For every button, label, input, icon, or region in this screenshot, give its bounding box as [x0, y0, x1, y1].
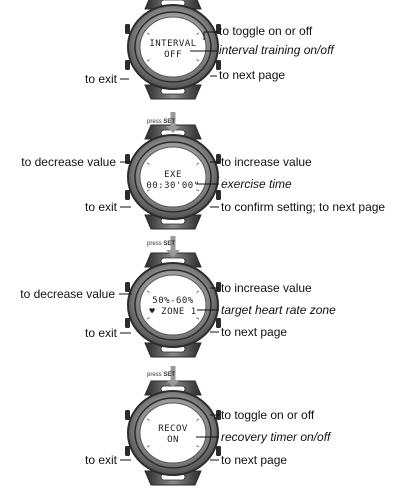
annotation-toggle-screen4: to toggle on or off	[221, 408, 315, 422]
face-mark-2	[196, 290, 200, 293]
annotation-increase-screen2: to increase value	[221, 155, 312, 169]
face-mark-1	[146, 290, 150, 293]
face-mark-4	[196, 445, 200, 448]
lcd-line2-screen3: ♥ ZONE 1	[149, 307, 197, 317]
step-arrow-head-2	[166, 250, 180, 257]
annotation-toggle-screen1: to toggle on or off	[219, 24, 313, 38]
step-press-set-3: press SET	[147, 372, 175, 379]
lcd-line1-screen2: EXE	[164, 170, 182, 180]
lcd-line1-screen3: 50%-60%	[152, 296, 194, 306]
step-arrow-shaft-2	[170, 236, 176, 251]
annotation-decrease-screen3: to decrease value	[20, 287, 115, 301]
step-arrow-head-3	[166, 380, 180, 387]
watch-3	[125, 252, 221, 358]
watch-1	[125, 0, 221, 100]
side-button-4	[216, 190, 221, 200]
side-button-2	[125, 446, 130, 456]
face-mark-3	[146, 317, 150, 320]
side-button-2	[125, 60, 130, 70]
watch-2	[125, 124, 221, 230]
side-button-1	[125, 282, 130, 292]
annotation-next-screen3: to next page	[221, 325, 288, 339]
lcd-line1-screen4: RECOV	[158, 424, 188, 434]
side-button-2	[125, 190, 130, 200]
watch-bezel-ring	[134, 397, 212, 469]
press-label-2: press	[147, 241, 162, 247]
set-key-label-3: SET	[163, 372, 176, 378]
side-button-4	[216, 60, 221, 70]
side-button-4	[216, 318, 221, 328]
side-button-1	[125, 410, 130, 420]
watch-4	[125, 380, 221, 486]
lcd-line2-screen4: ON	[167, 435, 179, 445]
annotation-next-screen4: to next page	[221, 453, 288, 467]
watch-bezel-ring	[134, 11, 212, 83]
side-button-1	[125, 24, 130, 34]
side-button-2	[125, 318, 130, 328]
lcd-line2-screen1: OFF	[164, 50, 182, 60]
annotation-desc-screen4: recovery timer on/off	[221, 430, 331, 444]
press-label-1: press	[147, 119, 162, 125]
step-arrow-head-1	[166, 126, 180, 133]
annotation-exit-screen4: to exit	[84, 453, 117, 467]
face-mark-2	[196, 418, 200, 421]
face-mark-1	[146, 418, 150, 421]
annotation-desc-screen2: exercise time	[221, 177, 292, 191]
annotation-exit-screen1: to exit	[84, 72, 117, 86]
step-arrow-shaft-1	[170, 112, 176, 127]
lcd-line2-screen2: 00:30'00"	[146, 181, 200, 191]
face-mark-4	[196, 189, 200, 192]
annotation-desc-screen1: interval training on/off	[219, 43, 334, 57]
lcd-line1-screen1: INTERVAL	[149, 39, 197, 49]
watch-lcd-face	[139, 402, 207, 464]
press-label-3: press	[147, 372, 162, 378]
side-button-3	[216, 24, 221, 34]
step-press-set-1: press SET	[147, 119, 175, 126]
set-key-label-2: SET	[163, 241, 176, 247]
side-button-4	[216, 446, 221, 456]
watch-bezel-ring	[134, 269, 212, 341]
face-mark-3	[146, 189, 150, 192]
side-button-3	[216, 282, 221, 292]
face-mark-1	[146, 32, 150, 35]
annotation-exit-screen2: to exit	[84, 200, 117, 214]
set-key-label-1: SET	[163, 119, 176, 125]
step-press-set-2: press SET	[147, 241, 175, 248]
face-mark-1	[146, 162, 150, 165]
annotation-exit-screen3: to exit	[84, 326, 117, 340]
face-mark-3	[146, 445, 150, 448]
watch-lcd-face	[139, 146, 207, 208]
annotation-confirm-screen2: to confirm setting; to next page	[221, 200, 386, 214]
watch-bezel-ring	[134, 141, 212, 213]
face-mark-2	[196, 32, 200, 35]
watch-lcd-face	[139, 274, 207, 336]
annotation-next-screen1: to next page	[219, 68, 286, 82]
step-arrow-shaft-3	[170, 366, 176, 381]
annotation-increase-screen3: to increase value	[221, 281, 312, 295]
face-mark-3	[146, 59, 150, 62]
annotation-desc-screen3: target heart rate zone	[221, 303, 336, 317]
annotation-decrease-screen2: to decrease value	[21, 155, 116, 169]
face-mark-4	[196, 317, 200, 320]
face-mark-4	[196, 59, 200, 62]
watch-lcd-face	[139, 16, 207, 78]
face-mark-2	[196, 162, 200, 165]
